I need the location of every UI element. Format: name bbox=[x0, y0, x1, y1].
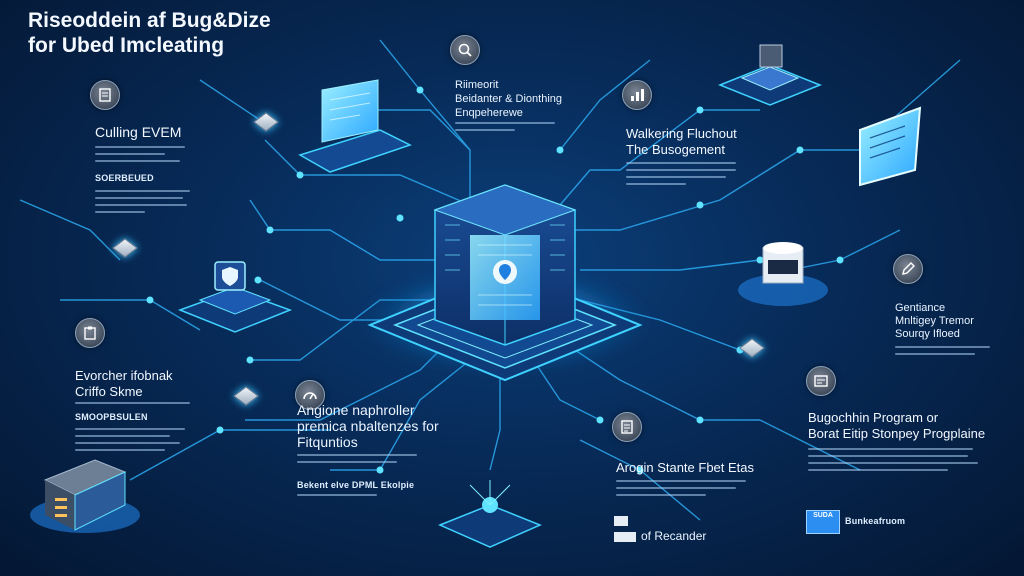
brand-logo-label: Bunkeafruom bbox=[845, 516, 906, 526]
top-center-text bbox=[455, 122, 555, 136]
gauge-icon bbox=[295, 380, 325, 410]
mid-center-bullet-text bbox=[297, 494, 377, 501]
bottom-right-heading-1: Bugochhin Program or bbox=[808, 410, 939, 425]
left-block-2-text bbox=[75, 402, 190, 409]
mid-center-line-3: Fitquntios bbox=[297, 434, 358, 450]
search-icon bbox=[450, 35, 480, 65]
right-block: Gentiance Mnltigey Tremor Sourqy Ifloed bbox=[895, 302, 974, 341]
top-center-line-3: Enqpeherewe bbox=[455, 107, 523, 119]
security-platform bbox=[177, 261, 293, 333]
bottom-center-mini-bar bbox=[614, 516, 628, 526]
bottom-right-heading-2: Borat Eitip Stonpey Progplaine bbox=[808, 426, 986, 441]
top-right-line-1: Walkering Fluchout bbox=[626, 126, 737, 141]
left-block-1-heading: Culling EVEM bbox=[95, 124, 182, 140]
right-line-3: Sourqy Ifloed bbox=[895, 328, 960, 340]
server-rack bbox=[30, 459, 140, 533]
network-hub bbox=[438, 480, 542, 548]
mid-center-line-1: Angione naphroller bbox=[297, 402, 415, 418]
monitor-device bbox=[859, 106, 922, 187]
top-center-block: Riimeorit Beidanter & Dionthing Enqpeher… bbox=[455, 78, 562, 120]
left-block-1-subtext bbox=[95, 190, 190, 218]
laptop-device bbox=[298, 79, 412, 173]
right-line-2: Mnltigey Tremor bbox=[895, 315, 974, 327]
top-right-text bbox=[626, 162, 736, 190]
bottom-center-text bbox=[616, 480, 746, 501]
top-right-line-2: The Busogement bbox=[626, 142, 726, 157]
top-center-line-2: Beidanter & Dionthing bbox=[455, 93, 563, 105]
brand-logo: SUDA bbox=[806, 510, 840, 534]
chip-device bbox=[717, 44, 823, 106]
title-line-1: Riseoddein af Bug&Dize bbox=[28, 9, 271, 32]
title-line-2: for Ubed Imcleating bbox=[28, 34, 225, 57]
document-icon bbox=[90, 80, 120, 110]
left-block-1-text bbox=[95, 146, 185, 167]
bottom-center-heading: Arogin Stante Fbet Etas bbox=[616, 460, 755, 475]
right-line-1: Gentiance bbox=[895, 302, 946, 314]
bottom-right-text bbox=[808, 448, 978, 476]
edit-icon bbox=[893, 254, 923, 284]
mid-center-text bbox=[297, 454, 417, 468]
left-block-2-heading-2: Criffo Skme bbox=[75, 384, 143, 399]
page-title: Riseoddein af Bug&Dize for Ubed Imcleati… bbox=[28, 8, 271, 58]
program-icon bbox=[806, 366, 836, 396]
left-block-2-subtext bbox=[75, 428, 185, 456]
central-server-core bbox=[355, 184, 655, 382]
chart-icon bbox=[622, 80, 652, 110]
bottom-center-link[interactable]: of Recander bbox=[641, 529, 707, 543]
storage-cylinder bbox=[738, 242, 828, 306]
top-right-block: Walkering Fluchout The Busogement bbox=[626, 126, 737, 158]
right-text bbox=[895, 346, 990, 360]
left-block-2-subheading: SMOOPBSULEN bbox=[75, 412, 148, 422]
report-icon bbox=[612, 412, 642, 442]
bottom-right-block: Bugochhin Program or Borat Eitip Stonpey… bbox=[808, 410, 985, 442]
mid-center-line-2: premica nbaltenzes for bbox=[297, 418, 439, 434]
clipboard-icon bbox=[75, 318, 105, 348]
left-block-1-subheading: SOERBEUED bbox=[95, 173, 154, 183]
mid-center-block: Angione naphroller premica nbaltenzes fo… bbox=[297, 402, 439, 450]
bottom-center-icon bbox=[614, 532, 636, 542]
top-center-line-1: Riimeorit bbox=[455, 79, 499, 91]
mid-center-bullet: Bekent elve DPML Ekolpie bbox=[297, 480, 415, 490]
left-block-2-heading-1: Evorcher ifobnak bbox=[75, 368, 173, 383]
